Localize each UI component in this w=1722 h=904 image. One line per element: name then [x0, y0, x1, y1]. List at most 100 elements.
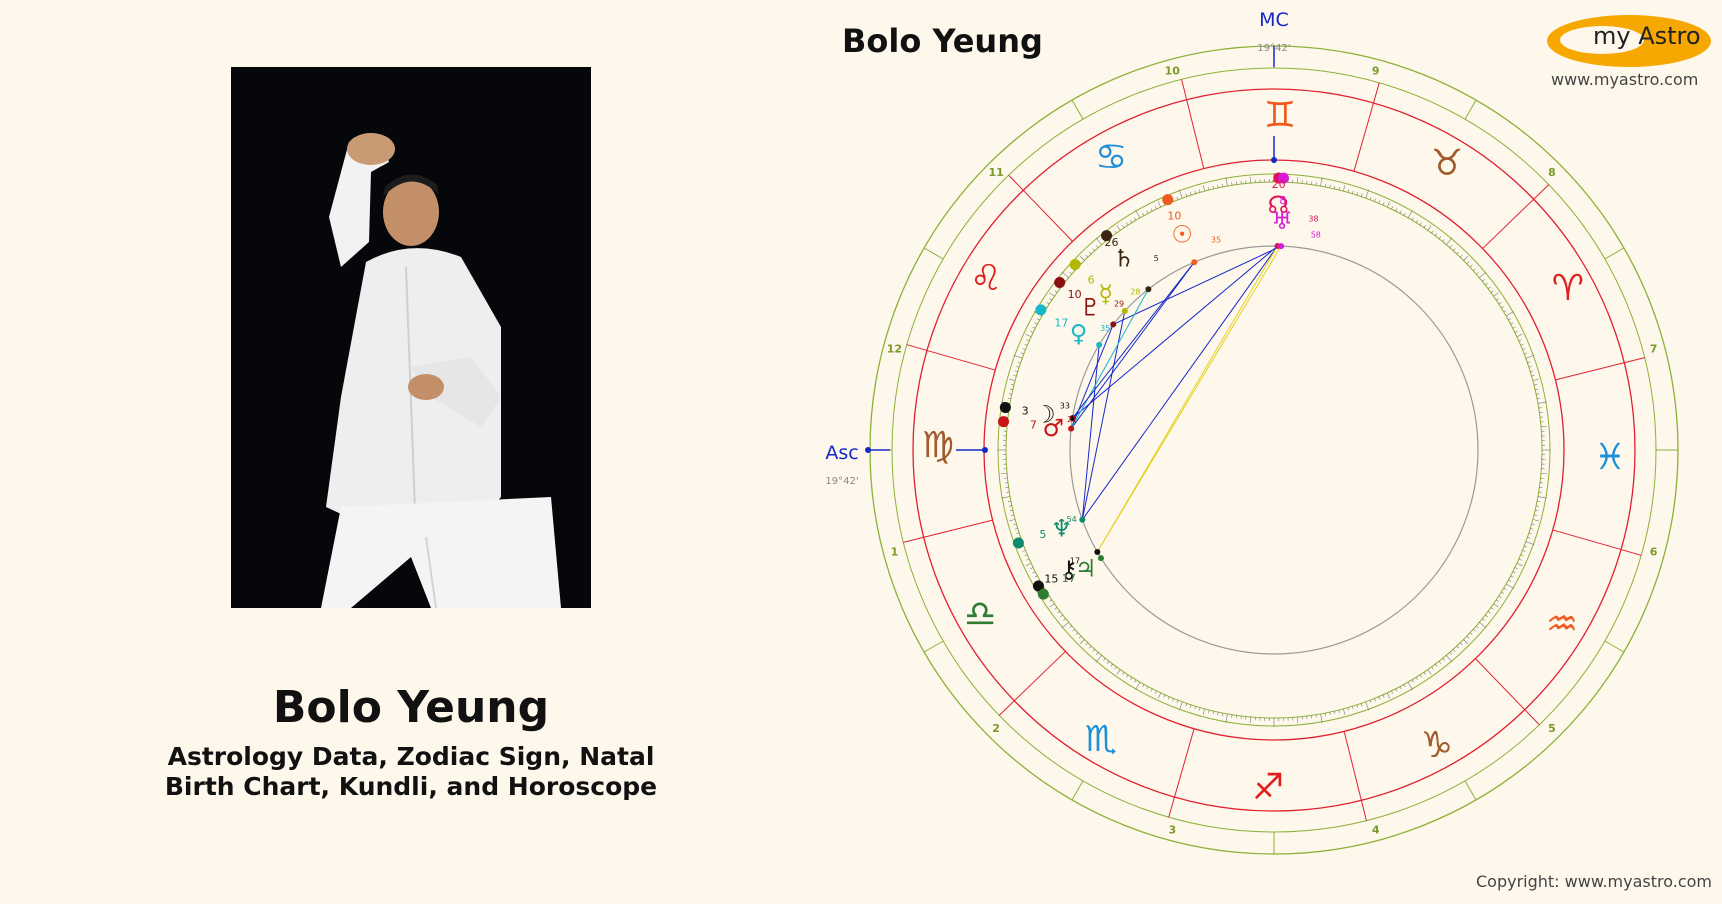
sign-divider-line	[903, 520, 992, 542]
degree-tick	[1016, 533, 1019, 534]
pluto-minutes: 29	[1114, 299, 1124, 308]
degree-tick	[1534, 515, 1537, 516]
venus-icon[interactable]: ♀	[1070, 320, 1088, 348]
sign-divider-line	[1483, 185, 1549, 249]
degree-tick	[1396, 209, 1397, 212]
degree-tick	[1016, 366, 1019, 367]
asc-label: Asc	[825, 442, 858, 464]
scorpio-icon: ♏	[1085, 719, 1117, 760]
degree-tick	[1541, 473, 1547, 474]
degree-tick	[1374, 698, 1375, 701]
venus-marker[interactable]	[1035, 304, 1046, 315]
person-figure-image	[231, 67, 591, 608]
mercury-inner-point	[1122, 308, 1128, 314]
degree-tick	[1374, 199, 1375, 202]
person-subtitle-line-1: Astrology Data, Zodiac Sign, Natal	[0, 742, 822, 772]
degree-tick	[1018, 362, 1021, 363]
degree-tick	[1536, 506, 1539, 507]
degree-tick	[1203, 709, 1205, 715]
degree-tick	[1453, 649, 1455, 651]
degree-tick	[1532, 375, 1535, 376]
degree-tick	[1370, 700, 1371, 703]
degree-tick	[1134, 218, 1136, 221]
degree-tick	[1093, 649, 1095, 651]
degree-tick	[1096, 238, 1102, 245]
degree-tick	[1297, 177, 1298, 183]
degree-tick	[1457, 646, 1459, 648]
degree-tick	[1147, 687, 1148, 690]
degree-tick	[1062, 272, 1069, 278]
degree-tick	[1026, 334, 1031, 337]
degree-tick	[1416, 677, 1418, 680]
mercury-marker[interactable]	[1070, 259, 1081, 270]
degree-tick	[1450, 652, 1452, 654]
degree-tick	[1535, 389, 1538, 390]
degree-tick	[1089, 252, 1091, 254]
degree-tick	[1021, 353, 1024, 354]
degree-tick	[1464, 256, 1468, 260]
leo-icon: ♌	[970, 258, 1002, 299]
degree-tick	[1532, 524, 1535, 525]
degree-tick	[1524, 546, 1527, 547]
libra-icon: ♎	[964, 594, 996, 635]
degree-tick	[1352, 706, 1353, 709]
degree-tick	[1412, 218, 1414, 221]
degree-tick	[1008, 501, 1011, 502]
degree-tick	[1213, 711, 1214, 714]
uranus-icon[interactable]: ♅	[1271, 207, 1293, 235]
degree-tick	[1522, 348, 1525, 349]
degree-tick	[1079, 636, 1081, 638]
degree-tick	[1195, 191, 1196, 194]
degree-tick	[1151, 209, 1152, 212]
degree-tick	[1533, 379, 1539, 381]
degree-tick	[1049, 298, 1051, 300]
sun-icon[interactable]: ☉	[1171, 221, 1193, 249]
house-cusp-line	[1072, 781, 1083, 800]
mars-icon[interactable]: ♂	[1042, 414, 1064, 442]
degree-tick	[1348, 189, 1349, 192]
degree-tick	[1404, 684, 1405, 687]
degree-tick	[1155, 691, 1156, 694]
mc-dot	[1271, 157, 1277, 163]
degree-tick	[1491, 608, 1493, 610]
venus-inner-point	[1096, 342, 1102, 348]
degree-tick	[1424, 225, 1426, 227]
degree-tick	[1348, 708, 1349, 711]
degree-tick	[1297, 717, 1298, 723]
degree-tick	[1025, 555, 1028, 556]
sign-divider-line	[1009, 175, 1073, 241]
degree-tick	[1050, 604, 1055, 607]
pluto-marker[interactable]	[1054, 277, 1065, 288]
pluto-icon[interactable]: ♇	[1080, 294, 1102, 322]
mars-marker[interactable]	[998, 416, 1009, 427]
sun-degree: 10	[1167, 209, 1181, 222]
saturn-minutes: 5	[1154, 254, 1159, 263]
neptune-degree: 5	[1039, 528, 1046, 541]
degree-tick	[1199, 189, 1200, 192]
degree-tick	[1506, 312, 1514, 317]
moon-marker[interactable]	[1000, 402, 1011, 413]
degree-tick	[1496, 600, 1498, 602]
mars-degree: 7	[1030, 419, 1037, 432]
jupiter-marker[interactable]	[1038, 589, 1049, 600]
degree-tick	[1117, 670, 1120, 675]
house-cusp-line	[1072, 100, 1083, 119]
degree-tick	[1195, 706, 1196, 709]
aries-icon: ♈	[1552, 268, 1584, 309]
degree-tick	[1506, 584, 1514, 589]
sun-marker[interactable]	[1162, 194, 1173, 205]
degree-tick	[1357, 192, 1358, 195]
degree-tick	[1250, 177, 1251, 183]
degree-tick	[1446, 655, 1452, 662]
degree-tick	[1508, 580, 1511, 581]
degree-tick	[1339, 710, 1340, 713]
degree-tick	[1501, 592, 1504, 594]
house-cusp-line	[1465, 100, 1476, 119]
aquarius-icon: ♒	[1546, 604, 1578, 645]
degree-tick	[1513, 572, 1516, 573]
neptune-marker[interactable]	[1013, 538, 1024, 549]
degree-tick	[1513, 327, 1516, 328]
jupiter-icon[interactable]: ♃	[1075, 555, 1097, 583]
degree-tick	[1408, 210, 1413, 218]
degree-tick	[1526, 355, 1534, 358]
